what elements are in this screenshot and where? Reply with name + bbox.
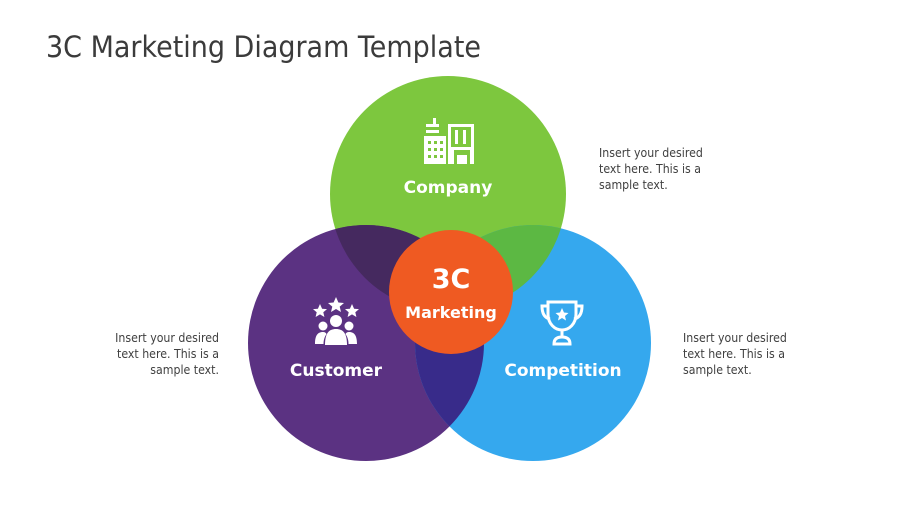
customer-label: Customer (289, 361, 383, 381)
center-subtitle: Marketing (405, 303, 497, 322)
center-title: 3C (431, 264, 471, 295)
center-circle (389, 230, 513, 354)
description-line: Insert your desired (683, 330, 787, 345)
customer-stars-icon (313, 297, 359, 345)
competition-label: Competition (504, 361, 622, 381)
customer-description: Insert your desired text here. This is a… (96, 330, 219, 378)
description-line: text here. This is a (599, 161, 701, 176)
slide-title: 3C Marketing Diagram Template (46, 30, 481, 64)
company-label: Company (403, 178, 493, 198)
description-line: sample text. (599, 177, 668, 192)
description-line: text here. This is a (117, 346, 219, 361)
description-line: sample text. (683, 362, 752, 377)
description-line: text here. This is a (683, 346, 785, 361)
trophy-icon (540, 300, 584, 346)
description-line: Insert your desired (115, 330, 219, 345)
company-description: Insert your desired text here. This is a… (599, 145, 722, 193)
competition-description: Insert your desired text here. This is a… (683, 330, 806, 378)
description-line: sample text. (150, 362, 219, 377)
description-line: Insert your desired (599, 145, 703, 160)
